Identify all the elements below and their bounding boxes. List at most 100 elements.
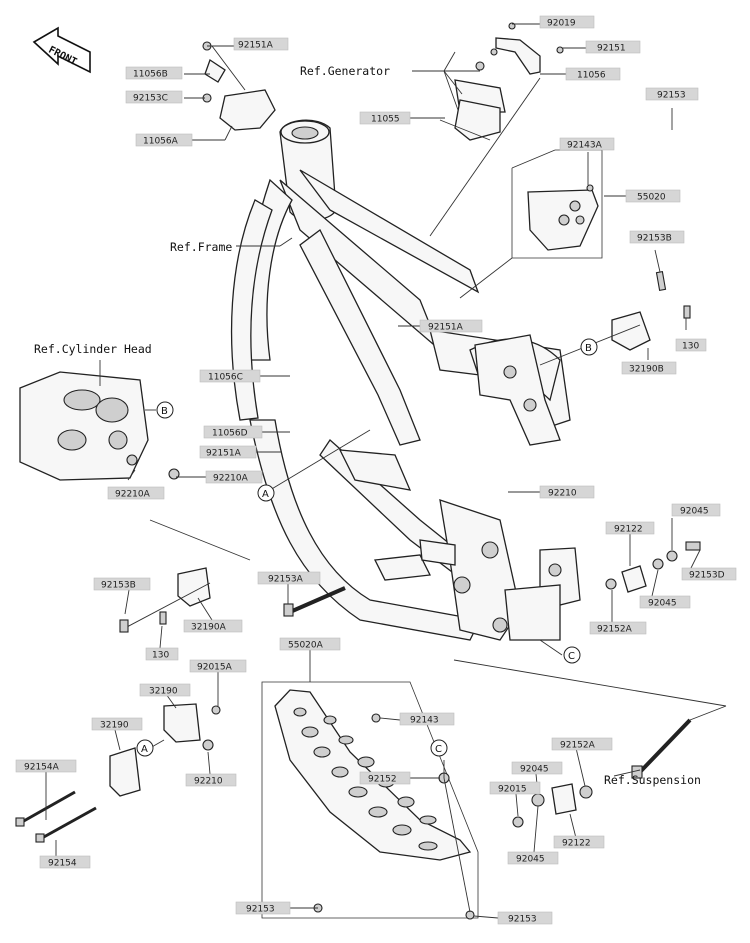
engine-mount-bolts-drawing — [15, 270, 701, 843]
svg-text:92045: 92045 — [520, 765, 549, 775]
part-tag-130-left: 130 — [145, 647, 179, 661]
part-tag-92154a: 92154A — [15, 759, 77, 773]
svg-text:92151A: 92151A — [206, 449, 242, 459]
svg-text:92045: 92045 — [680, 507, 709, 517]
part-tag-92045-low-upper: 92045 — [511, 761, 563, 775]
part-tag-92151a-mid: 92151A — [419, 319, 483, 333]
svg-text:130: 130 — [152, 651, 169, 661]
svg-text:92019: 92019 — [547, 19, 576, 29]
part-tag-92019: 92019 — [539, 15, 595, 29]
svg-text:92153: 92153 — [508, 915, 537, 925]
part-tag-92045-low-lower: 92045 — [507, 851, 559, 865]
svg-text:32190B: 32190B — [629, 365, 664, 375]
svg-text:92143: 92143 — [410, 716, 439, 726]
part-tag-32190b: 32190B — [621, 361, 677, 375]
part-tag-92122-low: 92122 — [553, 835, 605, 849]
svg-text:92154A: 92154A — [24, 763, 60, 773]
part-tag-11056a: 11056A — [135, 133, 193, 147]
svg-text:92152: 92152 — [368, 775, 397, 785]
frame-drawing — [230, 119, 581, 641]
part-tag-92210a-left: 92210A — [107, 486, 165, 500]
svg-text:C: C — [435, 744, 442, 755]
part-tag-11056c: 11056C — [199, 369, 261, 383]
part-tag-32190-upper: 32190 — [139, 683, 191, 697]
svg-text:A: A — [141, 744, 148, 755]
cylinder-head-drawing — [19, 371, 180, 481]
svg-text:92210: 92210 — [548, 489, 577, 499]
part-tag-92045-top: 92045 — [671, 503, 721, 517]
part-tag-92143: 92143 — [399, 712, 455, 726]
part-tag-92015: 92015 — [489, 781, 541, 795]
part-tag-11055: 11055 — [359, 111, 411, 125]
frame-bracket-top-left — [202, 41, 276, 131]
svg-text:32190: 32190 — [149, 687, 178, 697]
part-tag-92153d: 92153D — [681, 567, 737, 581]
svg-text:92153C: 92153C — [133, 94, 168, 104]
part-tag-92151a-top: 92151A — [233, 37, 289, 51]
part-tag-92210a-right: 92210A — [205, 470, 263, 484]
svg-text:92153D: 92153D — [689, 571, 725, 581]
svg-text:A: A — [262, 489, 269, 500]
svg-text:92152A: 92152A — [560, 741, 596, 751]
part-tag-11056: 11056 — [565, 67, 621, 81]
svg-text:130: 130 — [682, 342, 699, 352]
part-tag-92153a: 92153A — [257, 571, 321, 585]
svg-text:92015: 92015 — [498, 785, 527, 795]
svg-text:92153B: 92153B — [101, 581, 136, 591]
ref-cylinder-head-label: Ref.Cylinder Head — [34, 342, 152, 356]
part-tag-92153b-right: 92153B — [629, 230, 685, 244]
svg-text:92153: 92153 — [657, 91, 686, 101]
svg-text:11055: 11055 — [371, 115, 400, 125]
part-tag-92152: 92152 — [359, 771, 411, 785]
svg-text:11056A: 11056A — [143, 137, 179, 147]
part-tag-92152a-mid: 92152A — [589, 621, 647, 635]
svg-text:92143A: 92143A — [567, 141, 603, 151]
part-tag-92153-top: 92153 — [645, 87, 699, 101]
svg-text:92151: 92151 — [597, 44, 626, 54]
part-tag-92015a: 92015A — [189, 659, 247, 673]
part-tag-92153b-left: 92153B — [93, 577, 151, 591]
suspension-bolt-drawing — [631, 718, 692, 779]
part-tag-92143a: 92143A — [559, 137, 615, 151]
part-tag-92152a-low: 92152A — [551, 737, 613, 751]
svg-text:11056C: 11056C — [208, 373, 243, 383]
part-tag-92153-bottom-left: 92153 — [235, 901, 291, 915]
part-tag-92151: 92151 — [585, 40, 641, 54]
part-tag-92153-bottom-right: 92153 — [497, 911, 553, 925]
svg-text:92210A: 92210A — [213, 474, 249, 484]
part-tag-32190a: 32190A — [183, 619, 243, 633]
svg-text:92153A: 92153A — [268, 575, 304, 585]
svg-text:92045: 92045 — [516, 855, 545, 865]
svg-text:92015A: 92015A — [197, 663, 233, 673]
svg-text:55020: 55020 — [637, 193, 666, 203]
part-tag-92122-top: 92122 — [605, 521, 655, 535]
callout-b-left: B — [156, 401, 174, 419]
svg-text:92122: 92122 — [614, 525, 643, 535]
part-tag-92151a-low: 92151A — [199, 445, 257, 459]
svg-text:92045: 92045 — [648, 599, 677, 609]
ref-generator-label: Ref.Generator — [300, 64, 390, 78]
part-tag-92210-low: 92210 — [185, 773, 237, 787]
part-tag-55020a: 55020A — [279, 637, 341, 651]
part-tag-11056d: 11056D — [203, 425, 263, 439]
callout-a-upper: A — [257, 484, 275, 502]
svg-text:55020A: 55020A — [288, 641, 324, 651]
part-tag-92210: 92210 — [539, 485, 595, 499]
svg-text:92154: 92154 — [48, 859, 77, 869]
part-tag-11056b: 11056B — [125, 66, 183, 80]
callout-c-low: C — [430, 739, 448, 757]
part-tag-32190-lower: 32190 — [91, 717, 143, 731]
svg-text:B: B — [585, 343, 592, 354]
svg-text:92151A: 92151A — [428, 323, 464, 333]
callout-c-right: C — [563, 646, 581, 664]
svg-text:11056B: 11056B — [133, 70, 168, 80]
chain-guide-drawing — [527, 184, 599, 251]
svg-text:92153B: 92153B — [637, 234, 672, 244]
part-tag-92045-mid: 92045 — [639, 595, 691, 609]
front-arrow-icon: FRONT — [32, 26, 91, 74]
part-tag-130-right: 130 — [675, 338, 707, 352]
part-tag-55020: 55020 — [625, 189, 681, 203]
svg-text:C: C — [568, 651, 575, 662]
svg-text:92153: 92153 — [246, 905, 275, 915]
